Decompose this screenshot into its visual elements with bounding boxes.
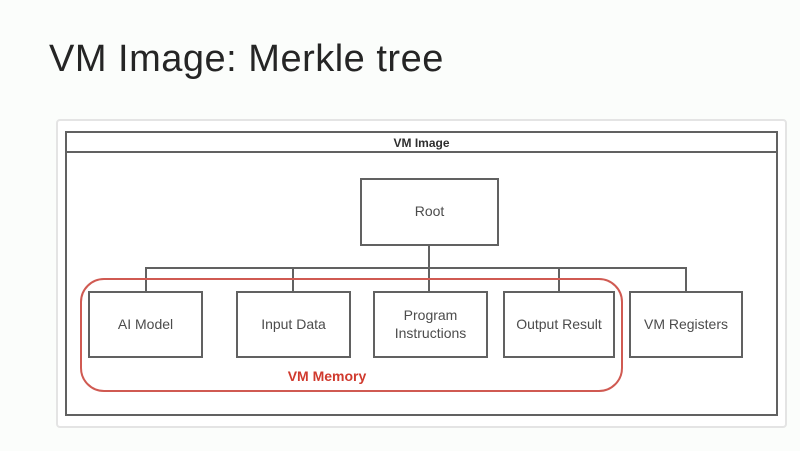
vm-image-container-header: VM Image — [67, 133, 776, 153]
vm-image-container-label: VM Image — [393, 136, 450, 150]
node-output-result: Output Result — [503, 291, 615, 358]
node-input-data: Input Data — [236, 291, 351, 358]
vm-memory-group-outline — [80, 278, 623, 392]
node-vm-registers: VM Registers — [629, 291, 743, 358]
connector-drop-output-result — [558, 269, 560, 291]
connector-root-stem — [428, 246, 430, 267]
slide-title: VM Image: Merkle tree — [49, 38, 444, 80]
node-ai-model: AI Model — [88, 291, 203, 358]
connector-drop-program-instructions — [428, 269, 430, 291]
vm-memory-group-label: VM Memory — [287, 368, 367, 384]
node-program-instructions: Program Instructions — [373, 291, 488, 358]
node-root: Root — [360, 178, 499, 246]
connector-drop-vm-registers — [685, 269, 687, 291]
connector-drop-ai-model — [145, 269, 147, 291]
connector-bus — [145, 267, 687, 269]
connector-drop-input-data — [292, 269, 294, 291]
